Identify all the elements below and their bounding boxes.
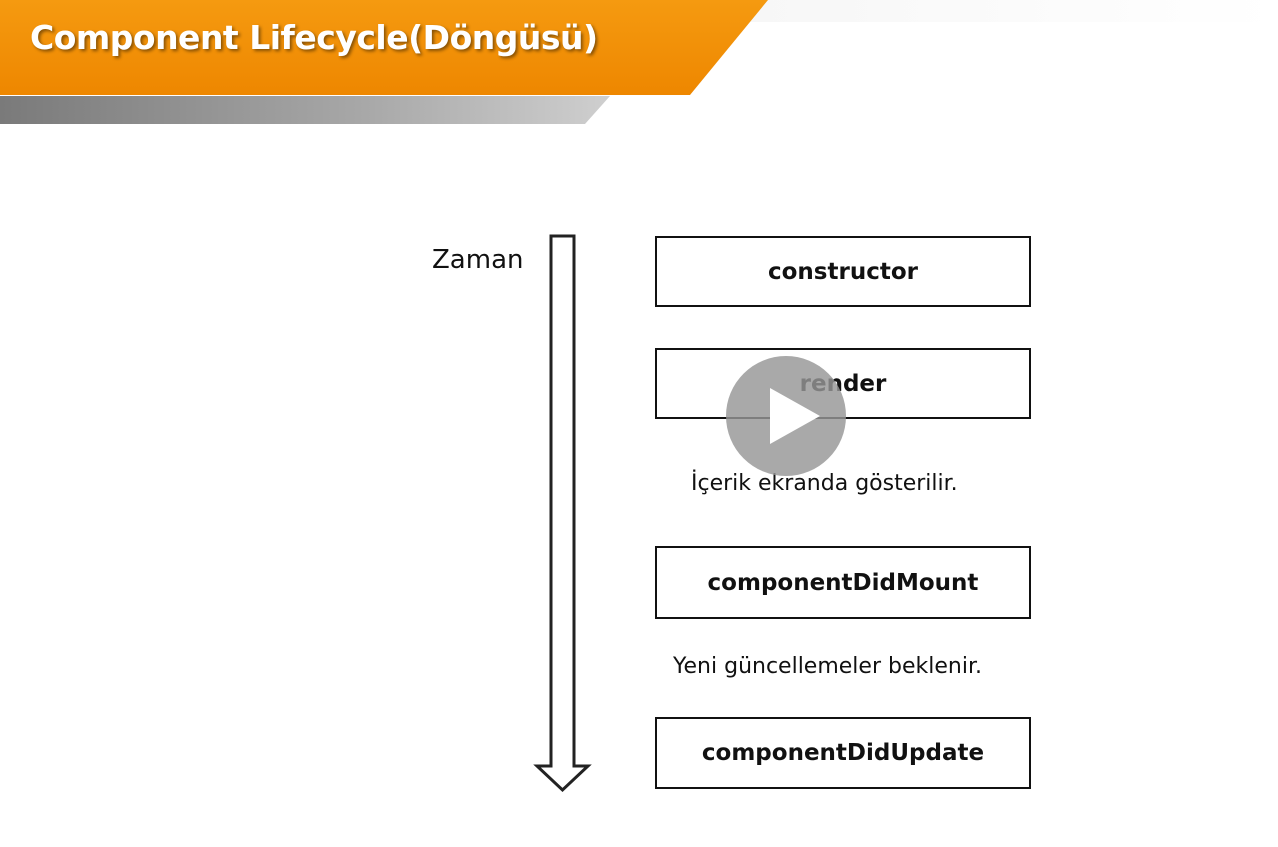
title-banner: Component Lifecycle(Döngüsü) [0,0,1278,130]
play-icon [770,388,820,444]
time-arrow-down-icon [533,234,592,793]
note-awaiting-updates: Yeni güncellemeler beklenir. [673,654,982,679]
play-button[interactable] [726,356,846,476]
title-banner-shape [0,0,1278,124]
time-axis-label: Zaman [432,245,524,275]
step-component-did-update: componentDidUpdate [655,717,1031,789]
step-component-did-mount: componentDidMount [655,546,1031,619]
slide-title: Component Lifecycle(Döngüsü) [30,18,598,57]
note-content-rendered: İçerik ekranda gösterilir. [691,471,958,496]
step-constructor: constructor [655,236,1031,307]
